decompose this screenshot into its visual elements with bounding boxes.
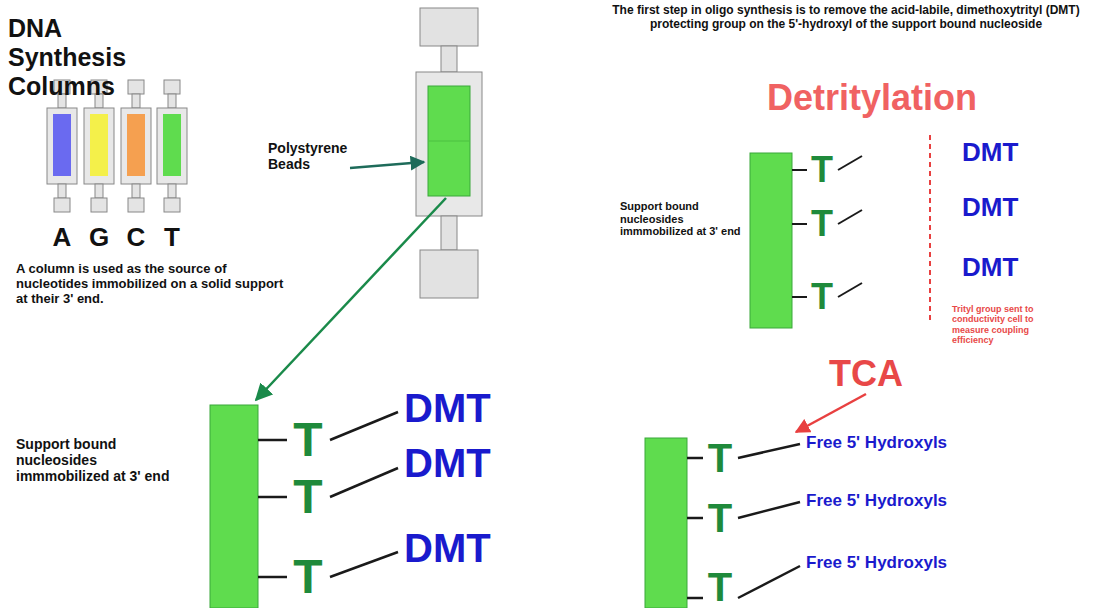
protecting-group: DMT xyxy=(962,254,1018,280)
flow-arrow xyxy=(256,198,446,400)
group-label: Free 5' Hydroxyls xyxy=(806,492,947,509)
nucleoside-letter: T xyxy=(293,416,322,464)
column-letter: G xyxy=(89,224,109,250)
bond-lines xyxy=(258,412,398,577)
protecting-group: DMT xyxy=(962,194,1018,220)
nucleoside-letter: T xyxy=(811,206,833,242)
nucleoside-letter: T xyxy=(293,473,322,521)
leader-arrow xyxy=(350,162,424,168)
protecting-group: DMT xyxy=(404,388,491,428)
step-heading: Detritylation xyxy=(767,80,977,116)
column-letter: T xyxy=(164,224,180,250)
reaction-arrow xyxy=(796,394,866,432)
reagent-label: TCA xyxy=(829,356,903,392)
part-label: Support bound nucleosides immmobilized a… xyxy=(620,200,745,238)
solid-support xyxy=(750,153,792,328)
group-label: Free 5' Hydroxyls xyxy=(806,434,947,451)
protecting-group: DMT xyxy=(962,139,1018,165)
nucleoside-letter: T xyxy=(293,553,322,601)
nucleoside-letter: T xyxy=(708,498,732,538)
note-text: The first step in oligo synthesis is to … xyxy=(585,4,1107,32)
solid-support xyxy=(645,438,687,608)
nucleoside-letter: T xyxy=(708,438,732,478)
protecting-group: DMT xyxy=(404,443,491,483)
note-text: A column is used as the source of nucleo… xyxy=(16,262,296,307)
diagram-title: DNA Synthesis Columns xyxy=(8,14,178,101)
nucleoside-letter: T xyxy=(811,279,833,315)
big-column xyxy=(416,8,482,298)
bond-lines xyxy=(687,444,800,598)
cleavage-line xyxy=(929,135,931,322)
group-label: Free 5' Hydroxyls xyxy=(806,554,947,571)
protecting-group: DMT xyxy=(404,528,491,568)
part-label: Support bound nucleosides immmobilized a… xyxy=(16,436,186,484)
nucleoside-letter: T xyxy=(708,567,732,607)
part-label: Polystyrene Beads xyxy=(268,140,352,172)
note-text: Trityl group sent to conductivity cell t… xyxy=(952,304,1052,345)
solid-support xyxy=(210,405,258,608)
column-letter: C xyxy=(127,224,146,250)
column-letter: A xyxy=(53,224,72,250)
nucleoside-letter: T xyxy=(811,152,833,188)
